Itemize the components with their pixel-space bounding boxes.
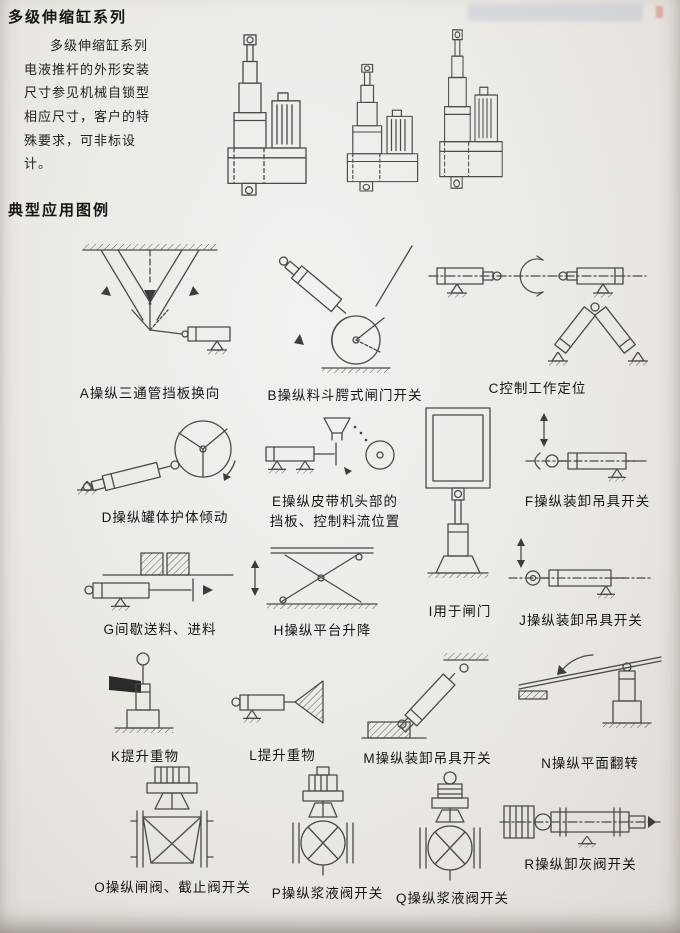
figure-M: M操纵装卸吊具开关	[360, 648, 495, 767]
ink-spot	[656, 6, 663, 18]
caption-M: M操纵装卸吊具开关	[363, 751, 492, 766]
intro-paragraph: 多级伸缩缸系列电液推杆的外形安装尺寸参见机械自锁型相应尺寸，客户的特殊要求，可非…	[24, 38, 151, 172]
caption-I: I用于闸门	[428, 604, 492, 619]
figure-D: D操纵罐体护体倾动	[75, 415, 255, 526]
diagram-ash-discharge-valve	[499, 805, 661, 848]
caption-G: G间歇送料、进料	[103, 622, 217, 637]
diagram-tank-tilting	[77, 420, 236, 495]
caption-R: R操纵卸灰阀开关	[524, 857, 637, 872]
diagram-plane-overturn	[518, 654, 662, 728]
diagram-three-way-diverter	[82, 244, 231, 355]
diagram-work-positioning	[428, 255, 648, 366]
figure-G: G间歇送料、进料	[75, 545, 245, 638]
figure-O: O操纵闸阀、截止阀开关	[90, 765, 255, 896]
diagram-lifting-weight-2	[231, 680, 324, 724]
figure-R: R操纵卸灰阀开关	[498, 788, 663, 873]
page-title: 多级伸缩缸系列	[8, 9, 128, 26]
ink-bleed-through	[468, 4, 643, 21]
telescopic-cylinder-drawing-2	[346, 63, 419, 192]
caption-N: N操纵平面翻转	[541, 756, 639, 771]
diagram-belt-head-flap	[265, 417, 395, 475]
diagram-hopper-jaw-gate	[278, 245, 413, 373]
caption-C: C控制工作定位	[488, 381, 587, 396]
figure-J: J操纵装卸吊具开关	[505, 538, 657, 629]
caption-F: F操纵装卸吊具开关	[524, 494, 651, 509]
figure-E: E操纵皮带机头部的挡板、控制料流位置	[260, 415, 410, 530]
caption-K: K提升重物	[110, 749, 179, 764]
diagram-loading-hook-switch-3	[361, 653, 489, 739]
caption-D: D操纵罐体护体倾动	[101, 510, 229, 525]
figure-B: B操纵料斗腭式闸门开关	[260, 242, 430, 404]
figure-K: K提升重物	[85, 650, 205, 765]
drawing-telescopic-unit-2	[342, 62, 432, 198]
drawing-telescopic-unit-3	[435, 27, 515, 197]
diagram-loading-hook-switch-2	[508, 538, 652, 599]
figure-L: L提升重物	[225, 665, 340, 764]
diagram-sluice-gate	[425, 407, 491, 578]
diagram-gate-valve	[129, 766, 214, 868]
figure-Q: Q操纵浆液阀开关	[390, 770, 515, 907]
figure-P: P操纵浆液阀开关	[265, 765, 390, 902]
caption-E: E操纵皮带机头部的挡板、控制料流位置	[269, 494, 401, 529]
caption-L: L提升重物	[249, 748, 316, 763]
diagram-lifting-weight-1	[109, 652, 174, 733]
diagram-scissor-lift	[251, 547, 378, 609]
diagram-intermittent-feeding	[84, 552, 234, 611]
telescopic-cylinder-drawing-3	[439, 29, 503, 189]
caption-A: A操纵三通管挡板换向	[79, 386, 221, 401]
figure-H: H操纵平台升降	[245, 538, 400, 639]
caption-Q: Q操纵浆液阀开关	[395, 891, 509, 906]
diagram-slurry-valve-1	[292, 766, 354, 876]
figure-A: A操纵三通管挡板换向	[55, 242, 245, 402]
caption-B: B操纵料斗腭式闸门开关	[267, 388, 423, 403]
diagram-slurry-valve-2	[419, 771, 481, 881]
telescopic-cylinder-drawing-1	[227, 34, 307, 196]
caption-O: O操纵闸阀、截止阀开关	[94, 880, 251, 895]
figure-N: N操纵平面翻转	[515, 645, 665, 772]
figure-C: C控制工作定位	[425, 250, 650, 397]
caption-H: H操纵平台升降	[273, 623, 372, 638]
drawing-telescopic-unit-1	[222, 32, 322, 204]
diagram-loading-hook-switch-1	[525, 413, 649, 482]
figure-F: F操纵装卸吊具开关	[520, 413, 655, 510]
caption-J: J操纵装卸吊具开关	[519, 613, 643, 628]
figure-I: I用于闸门	[410, 405, 510, 620]
section-title-applications: 典型应用图例	[8, 202, 111, 219]
caption-P: P操纵浆液阀开关	[271, 886, 384, 901]
